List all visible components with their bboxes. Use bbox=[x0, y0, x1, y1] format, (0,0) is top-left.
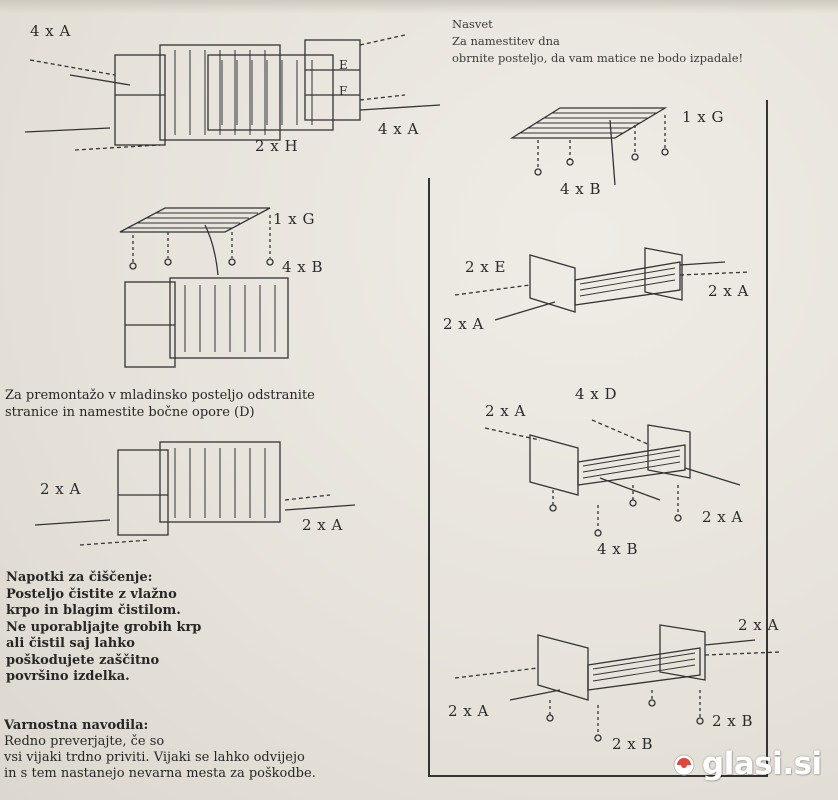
conversion-instruction-line-2: stranice in namestite bočne opore (D) bbox=[5, 405, 255, 420]
divider-vertical-left bbox=[428, 178, 430, 776]
step6-label-a-right: 2 x A bbox=[702, 508, 743, 526]
step1-panel-f: F bbox=[339, 84, 348, 98]
safety-line: Redno preverjajte, če so bbox=[4, 734, 165, 749]
step7-label-b-right: 2 x B bbox=[712, 712, 754, 730]
step1-label-bottom: 2 x H bbox=[255, 137, 299, 155]
cleaning-line: krpo in blagim čistilom. bbox=[6, 603, 181, 618]
conversion-instruction-line-1: Za premontažo v mladinsko posteljo odstr… bbox=[5, 388, 315, 403]
watermark-logo-icon bbox=[673, 754, 695, 776]
notice-line-2: obrnite posteljo, da vam matice ne bodo … bbox=[452, 51, 744, 65]
step5-crib-illustration bbox=[34, 441, 356, 546]
cleaning-line: poškodujete zaščitno bbox=[6, 652, 160, 668]
step1-label-top: 4 x A bbox=[30, 22, 71, 40]
watermark-text: glasi.si bbox=[702, 746, 822, 782]
step7-label-a-left: 2 x A bbox=[448, 702, 489, 720]
cleaning-line: Posteljo čistite z vlažno bbox=[6, 586, 177, 602]
step4-bed-illustration bbox=[454, 247, 751, 321]
step6-label-b: 4 x B bbox=[597, 540, 639, 558]
cleaning-title: Napotki za čiščenje: bbox=[6, 570, 153, 585]
step7-bed-illustration bbox=[454, 624, 781, 742]
step4-label-a-right: 2 x A bbox=[708, 282, 749, 300]
step3-crib-illustration bbox=[119, 207, 289, 368]
step3-label-b: 4 x B bbox=[282, 258, 324, 276]
safety-line: vsi vijaki trdno priviti. Vijaki se lahk… bbox=[4, 750, 305, 765]
step5-label-left: 2 x A bbox=[40, 480, 81, 498]
cleaning-line: Ne uporabljajte grobih krp bbox=[6, 619, 202, 635]
step2-base-illustration bbox=[509, 107, 669, 186]
cleaning-line: ali čistil saj lahko bbox=[6, 636, 135, 651]
step4-label-e: 2 x E bbox=[465, 258, 506, 276]
notice-line-1: Za namestitev dna bbox=[452, 34, 560, 48]
step6-label-d: 4 x D bbox=[575, 385, 618, 403]
step5-label-right: 2 x A bbox=[302, 516, 343, 534]
step1-crib-illustration bbox=[24, 34, 441, 151]
step3-label-g: 1 x G bbox=[273, 210, 316, 228]
watermark: glasi.si bbox=[672, 744, 832, 784]
step1-label-right: 4 x A bbox=[378, 120, 419, 138]
step6-label-a-top: 2 x A bbox=[485, 402, 526, 420]
safety-line: in s tem nastanejo nevarna mesta za pošk… bbox=[4, 766, 316, 781]
divider-vertical-right bbox=[766, 100, 768, 776]
page-shadow bbox=[0, 0, 838, 14]
divider-bottom bbox=[428, 775, 768, 777]
step1-panel-e: E bbox=[339, 58, 349, 72]
notice-heading: Nasvet bbox=[452, 17, 493, 31]
step7-label-b-bottom: 2 x B bbox=[612, 735, 654, 753]
safety-section: Varnostna navodila: Redno preverjajte, č… bbox=[4, 718, 316, 782]
step2-label-b: 4 x B bbox=[560, 180, 602, 198]
step6-bed-illustration bbox=[484, 419, 741, 537]
step7-label-a-top: 2 x A bbox=[738, 616, 779, 634]
cleaning-line: površino izdelka. bbox=[6, 669, 130, 684]
step4-label-a-left: 2 x A bbox=[443, 315, 484, 333]
step2-label-g: 1 x G bbox=[682, 108, 725, 126]
cleaning-section: Napotki za čiščenje: Posteljo čistite z … bbox=[6, 570, 201, 686]
safety-title: Varnostna navodila: bbox=[4, 718, 149, 733]
